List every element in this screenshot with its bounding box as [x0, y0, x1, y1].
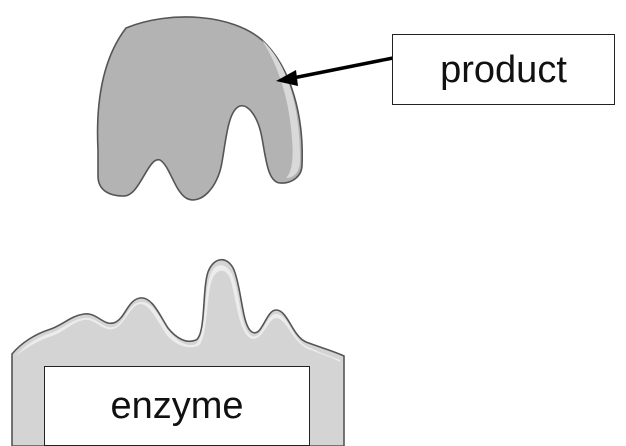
enzyme-label: enzyme — [110, 387, 243, 425]
product-shape — [98, 17, 303, 200]
product-body — [98, 17, 303, 200]
enzyme-label-box: enzyme — [44, 366, 310, 446]
product-label-box: product — [392, 34, 615, 105]
product-label: product — [440, 51, 567, 89]
product-arrow — [276, 58, 393, 86]
